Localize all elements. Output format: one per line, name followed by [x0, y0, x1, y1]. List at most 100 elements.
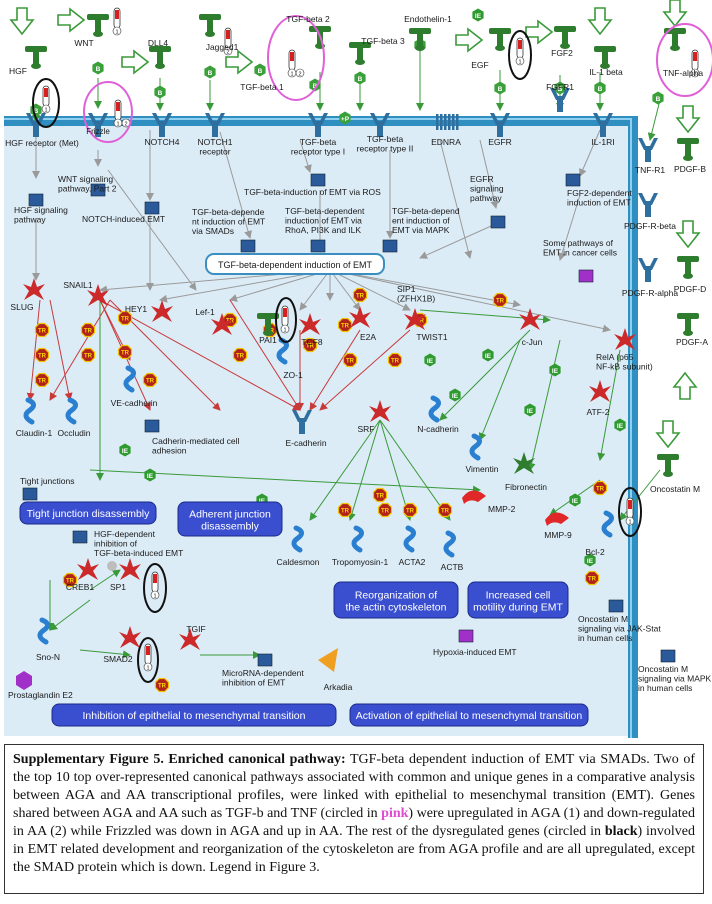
- mirna-pathway: [257, 653, 273, 667]
- ie-badge: IE: [472, 8, 484, 22]
- ie-badge: IE: [549, 363, 561, 377]
- wnt2-pathway: [90, 183, 106, 197]
- vecad-label: VE-cadherin: [111, 398, 158, 408]
- pdgfb-arrow: [675, 105, 701, 134]
- pdgfa-label: PDGF-A: [676, 337, 708, 347]
- tr-badge-text: TR: [406, 509, 415, 515]
- bcl2-expression: 1: [625, 497, 635, 526]
- hgf-ligand: [25, 46, 47, 69]
- lef1-factor: [211, 313, 233, 335]
- vimentin-label: Vimentin: [466, 464, 499, 474]
- expr-mark: 1: [518, 60, 521, 66]
- caption-text-3: ) involved in EMT related development an…: [13, 824, 696, 875]
- edge: [89, 569, 121, 591]
- edge: [49, 299, 73, 401]
- ncad-label: N-cadherin: [417, 424, 459, 434]
- fgfr1-receptor: [550, 88, 570, 112]
- egf-circle: [508, 30, 532, 80]
- edge: [597, 349, 621, 461]
- b-badge-text: B: [258, 68, 263, 75]
- osm-mapk-pathway: [660, 649, 676, 663]
- pai1-circle: [275, 297, 297, 343]
- tight-junctions-box: [22, 487, 38, 501]
- expr-mark: 3: [693, 72, 696, 78]
- ie-badge-text: IE: [427, 358, 434, 365]
- ecad-label: E-cadherin: [285, 438, 326, 448]
- expr-mark: 1: [146, 666, 149, 672]
- prostaglandin-icon: [16, 671, 32, 690]
- tr-badge-text: TR: [38, 329, 47, 335]
- mapk-pathway: [382, 239, 398, 253]
- pdgfra-receptor: [638, 258, 658, 282]
- tnfa-arrow: [662, 0, 688, 28]
- edge: [309, 419, 381, 521]
- smad2-circle: [137, 637, 159, 683]
- b-badge-text: B: [208, 70, 213, 77]
- occludin-label: Occludin: [57, 428, 90, 438]
- pai1-expression: 1: [280, 305, 290, 334]
- edge: [439, 329, 531, 421]
- b-badge: B: [554, 81, 566, 95]
- b-badge-text: B: [313, 83, 318, 90]
- b-badge: B: [652, 91, 664, 105]
- frizzled-label: Frizzle: [86, 127, 110, 136]
- caption-pink: pink: [381, 806, 409, 821]
- egf-arrow1: [455, 27, 484, 53]
- twist1-label: TWIST1: [416, 332, 447, 342]
- central-emt-box: [205, 253, 385, 275]
- expr-mark: 2: [298, 72, 301, 78]
- sp1-factor: [119, 558, 141, 580]
- tr-badge: TR: [34, 347, 50, 363]
- ie-badge: IE: [569, 493, 581, 507]
- b-badge: B: [494, 81, 506, 95]
- b-badge-text: B: [598, 86, 603, 93]
- slug-label: SLUG: [10, 302, 33, 312]
- sp1-circle: [143, 563, 167, 613]
- tr-badge-text: TR: [38, 354, 47, 360]
- hey1-label: HEY1: [125, 304, 147, 314]
- tnfa-circle: [656, 23, 712, 97]
- tr-badge-text: TR: [38, 379, 47, 385]
- tr-badge: TR: [62, 572, 78, 588]
- ecadherin-protein: [292, 410, 312, 434]
- cjun-factor: [519, 308, 541, 330]
- tnfr1-receptor: [638, 138, 658, 162]
- edge: [229, 299, 301, 411]
- pdgfrb-receptor: [638, 193, 658, 217]
- notch-emt-label: NOTCH-induced EMT: [82, 214, 165, 224]
- tcf8-factor: [299, 313, 321, 335]
- mmp2-label: MMP-2: [488, 504, 516, 514]
- adherent-junction-process: [177, 501, 283, 537]
- dll4-ligand: [149, 46, 171, 69]
- ie-badge-text: IE: [122, 448, 129, 455]
- vecad-protein: [123, 365, 136, 393]
- expr-mark: 1: [44, 108, 47, 114]
- cell-membrane-right: [628, 116, 638, 738]
- il1b-ligand: [594, 46, 616, 69]
- smad2-factor: [119, 626, 141, 648]
- membrane-highlight-right: [630, 120, 632, 738]
- activation-emt-process: [349, 703, 589, 727]
- acta2-label: ACTA2: [399, 557, 426, 567]
- creb1-label: CREB1: [66, 582, 95, 592]
- mmp2-icon: [462, 490, 486, 504]
- edge: [439, 139, 473, 259]
- tr-badge: TR: [387, 352, 403, 368]
- tgfb3-ligand: [349, 42, 371, 65]
- tr-badge: TR: [154, 677, 170, 693]
- hgf-label: HGF: [9, 66, 27, 76]
- tr-badge: TR: [80, 322, 96, 338]
- hgf-inhibition-pathway: [72, 530, 88, 544]
- edge: [49, 599, 91, 631]
- tcf8-label: TCF8: [301, 337, 323, 347]
- tropomyosin-protein: [351, 525, 364, 553]
- e2a-factor: [349, 306, 371, 328]
- b-badge: B: [204, 65, 216, 79]
- b-badge: B: [354, 71, 366, 85]
